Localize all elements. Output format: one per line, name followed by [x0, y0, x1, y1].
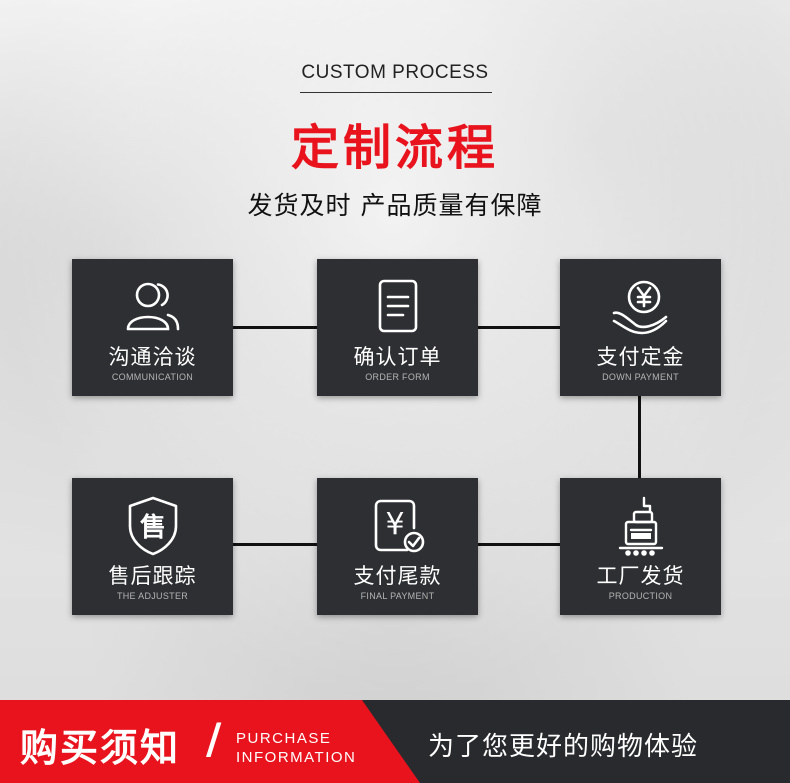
step-label-cn: 沟通洽谈: [108, 345, 197, 369]
step-label-cn: 售后跟踪: [108, 564, 197, 588]
footer-title-en-2: INFORMATION: [236, 749, 357, 766]
step-label-cn: 确认订单: [353, 345, 442, 369]
shield-icon-text: 售: [139, 512, 165, 543]
step-card-down-payment: 支付定金 DOWN PAYMENT: [560, 259, 721, 396]
connector-3-6: [638, 396, 641, 480]
heading-underline: [300, 92, 492, 93]
footer-banner: 购买须知 / PURCHASE INFORMATION 为了您更好的购物体验: [0, 700, 790, 783]
footer-slogan: 为了您更好的购物体验: [428, 732, 699, 762]
connector-1-2: [233, 326, 317, 329]
step-card-after-sales: 售 售后跟踪 THE ADJUSTER: [72, 478, 233, 615]
connector-5-4: [233, 543, 317, 546]
step-label-en: ORDER FORM: [365, 372, 430, 382]
step-label-cn: 支付定金: [596, 345, 685, 369]
heading-english: CUSTOM PROCESS: [301, 62, 489, 83]
step-label-cn: 工厂发货: [596, 564, 685, 588]
shield-icon: 售: [118, 492, 188, 562]
connector-2-3: [476, 326, 560, 329]
footer-slash: /: [206, 714, 222, 763]
step-label-en: PRODUCTION: [608, 591, 673, 601]
step-label-en: THE ADJUSTER: [116, 591, 189, 601]
people-icon: [118, 273, 188, 343]
step-card-final-payment: ¥ 支付尾款 FINAL PAYMENT: [317, 478, 478, 615]
step-label-en: COMMUNICATION: [111, 372, 194, 382]
step-card-production: 工厂发货 PRODUCTION: [560, 478, 721, 615]
step-card-communication: 沟通洽谈 COMMUNICATION: [72, 259, 233, 396]
yen-symbol: ¥: [385, 507, 404, 542]
footer-red-panel: [0, 700, 420, 783]
connector-6-5: [476, 543, 560, 546]
footer-title-en-1: PURCHASE: [236, 730, 332, 747]
yen-check-icon: ¥: [363, 492, 433, 562]
document-icon: [363, 273, 433, 343]
factory-machine-icon: [606, 492, 676, 562]
step-card-order-form: 确认订单 ORDER FORM: [317, 259, 478, 396]
step-label-cn: 支付尾款: [353, 564, 442, 588]
yen-coin-hand-icon: [606, 273, 676, 343]
heading-chinese: 定制流程: [290, 120, 499, 176]
footer-title-cn: 购买须知: [20, 726, 181, 770]
step-label-en: DOWN PAYMENT: [602, 372, 679, 382]
heading-subtitle: 发货及时 产品质量有保障: [247, 191, 543, 220]
step-label-en: FINAL PAYMENT: [360, 591, 435, 601]
